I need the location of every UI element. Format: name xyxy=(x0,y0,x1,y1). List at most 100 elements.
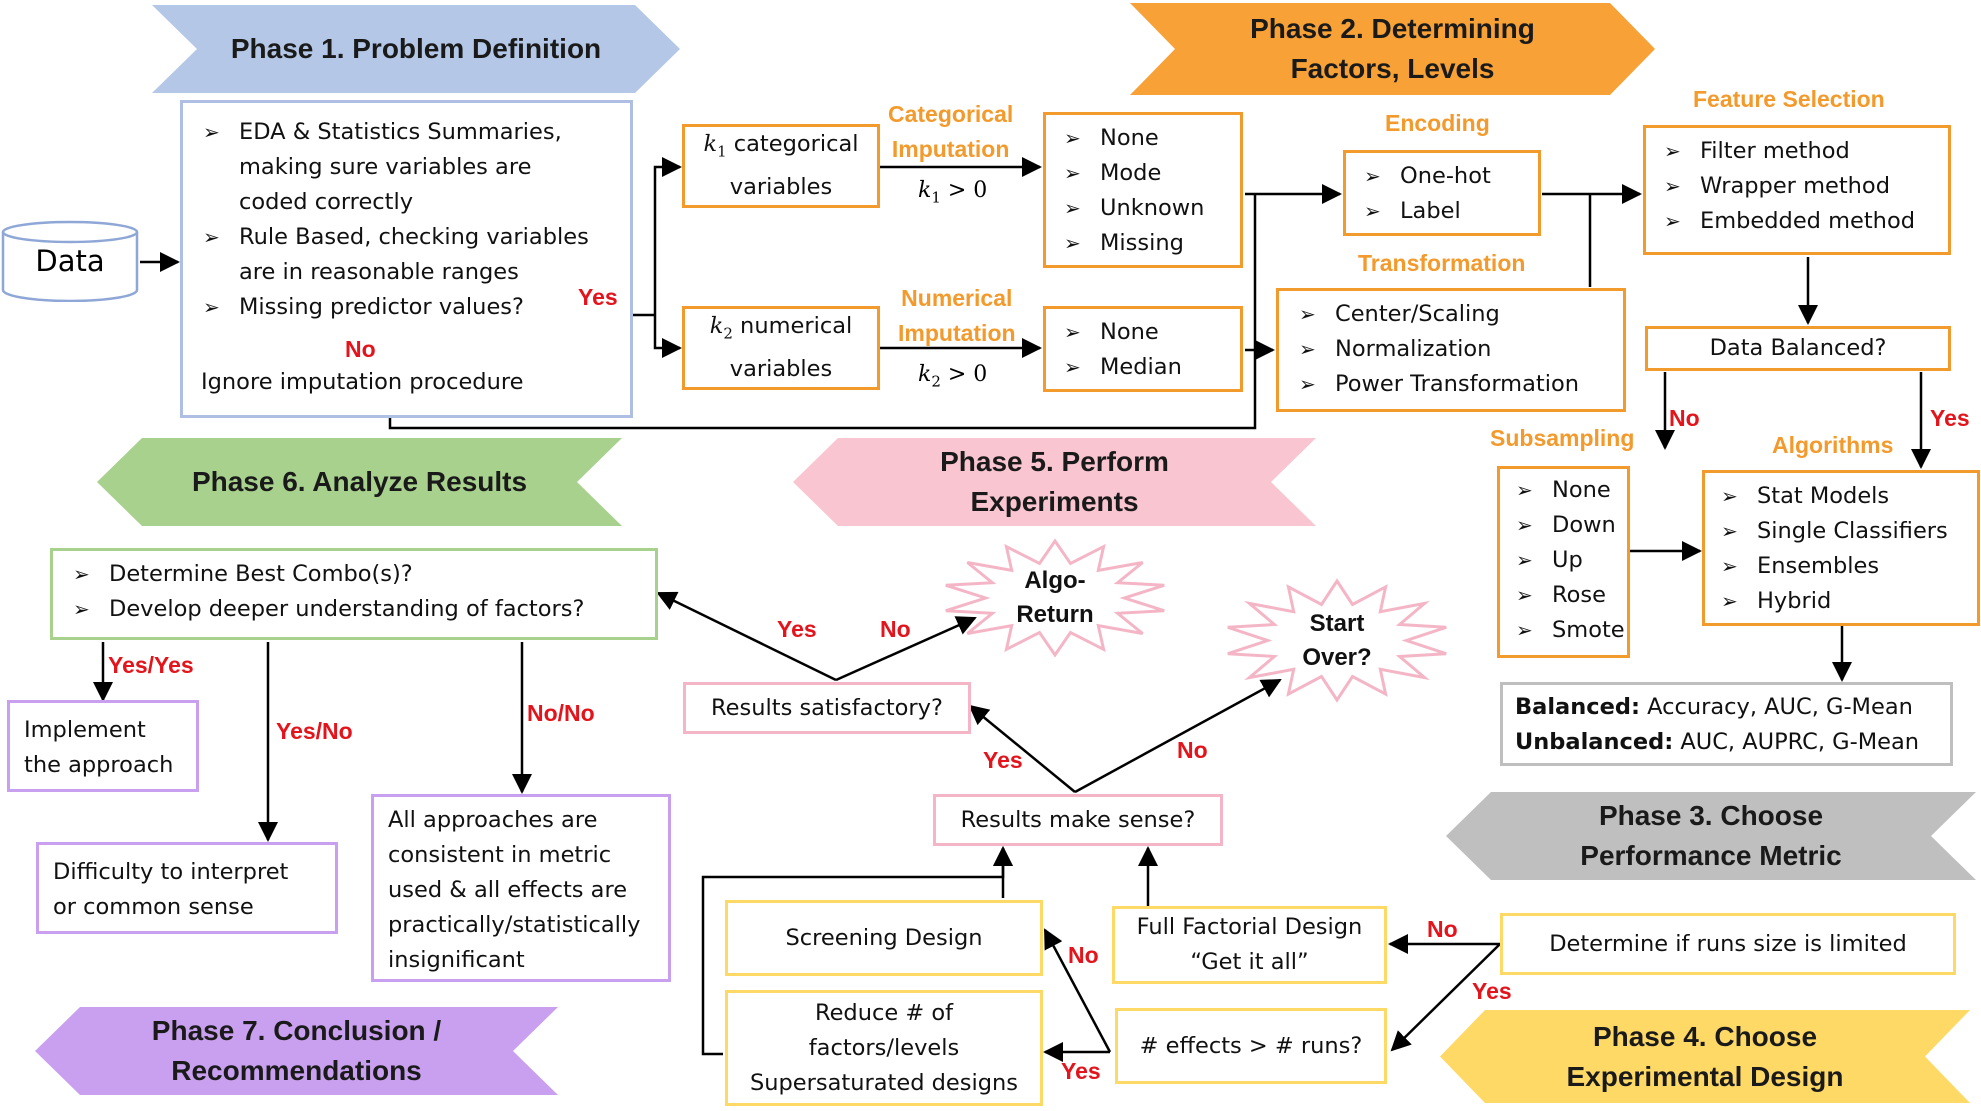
starburst-shape xyxy=(1227,578,1447,703)
runs-limited-box: Determine if runs size is limited xyxy=(1500,913,1956,975)
banner-shape xyxy=(793,438,1316,526)
k1-var: k xyxy=(703,131,718,158)
phase-3-title-line1: Phase 3. Choose xyxy=(1598,800,1824,831)
encoding-box: One-hot Label xyxy=(1343,150,1541,236)
subsampling-title: Subsampling xyxy=(1490,425,1635,451)
phase-1-banner: Phase 1. Problem Definition xyxy=(152,5,680,93)
eda-item: EDA & Statistics Summaries,making sure v… xyxy=(195,115,622,220)
runs-yes-label: Yes xyxy=(1472,978,1512,1004)
k2-line1: numerical xyxy=(732,313,853,340)
num-imp-item: None xyxy=(1056,315,1240,350)
subsampling-item: None xyxy=(1508,473,1627,508)
yes-yes-label: Yes/Yes xyxy=(108,652,194,678)
cat-condition: k1 > 0 xyxy=(918,178,988,207)
phase-2-title-line1: Phase 2. Determining xyxy=(1250,13,1535,44)
sat-no-arrow xyxy=(835,616,977,682)
analyze-item: Determine Best Combo(s)? xyxy=(65,557,655,592)
banner-shape xyxy=(1446,792,1976,880)
k1-line2: variables xyxy=(729,173,833,200)
cat-imp-item: Mode xyxy=(1056,156,1240,191)
encoding-item: Label xyxy=(1356,194,1538,229)
effects-runs-box: # effects > # runs? xyxy=(1115,1008,1387,1084)
screening-design-box: Screening Design xyxy=(725,900,1043,976)
phase-2-title-line2: Factors, Levels xyxy=(1290,53,1495,84)
algorithm-item: Single Classifiers xyxy=(1713,514,1977,549)
phase-4-title-line1: Phase 4. Choose xyxy=(1592,1020,1818,1052)
feature-selection-title: Feature Selection xyxy=(1693,86,1885,112)
k2-numerical-box: k2 numerical variables xyxy=(682,306,880,390)
effects-yes-label: Yes xyxy=(1061,1058,1101,1084)
results-make-sense-box: Results make sense? xyxy=(933,794,1223,846)
subsampling-item: Rose xyxy=(1508,578,1627,613)
algorithms-box: Stat Models Single Classifiers Ensembles… xyxy=(1702,470,1980,626)
cat-imp-item: Missing xyxy=(1056,226,1240,261)
sense-yes-arrow xyxy=(968,704,1076,793)
sat-yes-label: Yes xyxy=(777,616,817,642)
effects-no-label: No xyxy=(1068,942,1099,968)
k2-line2: variables xyxy=(729,355,833,382)
k1-categorical-box: k1 categorical variables xyxy=(682,124,880,208)
missing-values-item: Missing predictor values? xyxy=(195,290,622,325)
data-label: Data xyxy=(35,244,105,278)
to-k2-arrow xyxy=(653,315,682,358)
unbalanced-label: Unbalanced: xyxy=(1515,729,1674,755)
banner-shape xyxy=(1440,1010,1970,1103)
yes-no-label: Yes/No xyxy=(276,718,353,744)
runs-no-label: No xyxy=(1427,916,1458,942)
balanced-value: Accuracy, AUC, G-Mean xyxy=(1639,694,1913,720)
k2-sub: 2 xyxy=(723,324,733,343)
phase-6-banner: Phase 6. Analyze Results xyxy=(97,438,622,526)
phase-6-title: Phase 6. Analyze Results xyxy=(191,466,528,497)
subsampling-item: Down xyxy=(1508,508,1627,543)
transformation-title: Transformation xyxy=(1358,250,1526,276)
sat-no-label: No xyxy=(880,616,911,642)
encoding-title: Encoding xyxy=(1385,110,1490,136)
p1-no-label: No xyxy=(345,336,376,362)
k2-var: k xyxy=(709,313,724,340)
cat-imp-item: None xyxy=(1056,121,1240,156)
phase-7-title-line2: Recommendations xyxy=(171,1055,422,1086)
sense-yes-label: Yes xyxy=(983,747,1023,773)
analyze-item: Develop deeper understanding of factors? xyxy=(65,592,655,627)
ignore-imputation-text: Ignore imputation procedure xyxy=(201,369,524,395)
phase-7-title-line1: Phase 7. Conclusion / xyxy=(151,1015,442,1046)
num-imputation-box: None Median xyxy=(1043,306,1243,392)
subsampling-item: Up xyxy=(1508,543,1627,578)
cat-imputation-box: None Mode Unknown Missing xyxy=(1043,112,1243,268)
transform-item: Normalization xyxy=(1291,332,1623,367)
reduce-loop-arrow xyxy=(701,846,1013,1056)
algo-return-burst: Algo-Return xyxy=(940,538,1170,658)
k1-line1: categorical xyxy=(726,131,859,158)
effects-no-arrow xyxy=(1043,928,1112,1053)
analyze-results-box: Determine Best Combo(s)? Develop deeper … xyxy=(50,548,658,640)
algorithm-item: Stat Models xyxy=(1713,479,1977,514)
transformation-box: Center/Scaling Normalization Power Trans… xyxy=(1276,288,1626,412)
algorithms-title: Algorithms xyxy=(1772,432,1894,458)
problem-definition-box: EDA & Statistics Summaries,making sure v… xyxy=(180,100,633,418)
starburst-shape xyxy=(945,538,1165,658)
data-node: Data xyxy=(0,220,140,303)
sat-yes-arrow xyxy=(656,591,837,682)
subsampling-box: None Down Up Rose Smote xyxy=(1497,466,1630,658)
data-balanced-box: Data Balanced? xyxy=(1645,326,1951,371)
feature-selection-box: Filter method Wrapper method Embedded me… xyxy=(1643,125,1951,255)
banner-shape xyxy=(152,5,680,93)
phase-1-title: Phase 1. Problem Definition xyxy=(230,33,602,64)
eda-list: EDA & Statistics Summaries,making sure v… xyxy=(195,115,622,325)
data-balanced-text: Data Balanced? xyxy=(1709,335,1887,361)
balanced-no-label: No xyxy=(1669,405,1700,431)
database-icon xyxy=(1,220,139,303)
banner-shape xyxy=(1130,3,1655,95)
full-factorial-box: Full Factorial Design“Get it all” xyxy=(1112,906,1387,984)
